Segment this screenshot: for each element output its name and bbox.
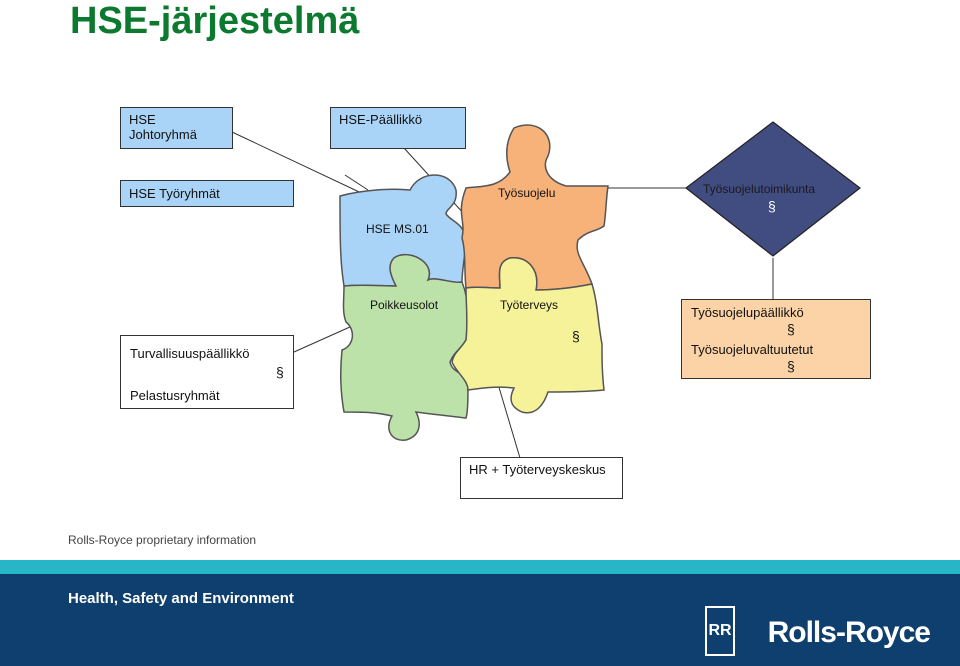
puzzle-piece-poikkeusolot <box>339 253 469 441</box>
piece-label-tyoterveys: Työterveys <box>500 298 559 312</box>
box-hse-tyoryhmat-label: HSE Työryhmät <box>129 186 220 201</box>
box-hse-tyoryhmat: HSE Työryhmät <box>120 180 294 207</box>
puzzle-piece-tyoterveys <box>451 257 605 414</box>
box-tyosuojelu-group <box>681 299 871 379</box>
section-mark: § <box>787 358 795 374</box>
tyosuojelupaallikko-label: Työsuojelupäällikkö <box>691 305 804 320</box>
pelastusryhmat-label: Pelastusryhmät <box>130 388 220 403</box>
section-mark: § <box>787 321 795 337</box>
piece-label-hse-ms: HSE MS.01 <box>366 222 429 236</box>
connector-line <box>231 131 373 199</box>
piece-label-poikkeusolot: Poikkeusolot <box>370 298 439 312</box>
section-mark: § <box>768 198 776 214</box>
diamond-label: Työsuojelutoimikunta <box>703 182 816 196</box>
tyosuojeluvaltuutetut-label: Työsuojeluvaltuutetut <box>691 342 814 357</box>
footer-accent-band <box>0 560 960 574</box>
piece-label-tyosuojelu: Työsuojelu <box>498 186 556 200</box>
footer-band-title: Health, Safety and Environment <box>68 590 294 607</box>
box-hr-label: HR + Työterveyskeskus <box>469 462 606 477</box>
connector-line <box>344 174 369 191</box>
page-title: HSE-järjestelmä <box>70 0 360 42</box>
brand-logo-text: Rolls-Royce <box>767 616 931 649</box>
diamond-tyosuojelutoimikunta <box>685 121 861 257</box>
box-hse-paallikko: HSE-Päällikkö <box>330 107 466 149</box>
footer-note: Rolls-Royce proprietary information <box>68 533 257 547</box>
box-hse-johtoryhma: HSE Johtoryhmä <box>120 107 233 149</box>
turvallisuuspaallikko-label: Turvallisuuspäällikkö <box>130 346 250 361</box>
footer-band: Health, Safety and Environment RR Rolls-… <box>0 574 960 666</box>
section-mark: § <box>572 328 580 344</box>
box-hr: HR + Työterveyskeskus <box>460 457 623 499</box>
section-mark: § <box>276 364 284 380</box>
puzzle-piece-tyosuojelu <box>460 124 609 291</box>
box-hse-paallikko-label: HSE-Päällikkö <box>339 112 423 127</box>
box-turvallisuus <box>120 335 294 409</box>
rolls-royce-badge-icon: RR <box>705 606 735 656</box>
puzzle-diagram <box>231 121 861 459</box>
box-hse-johtoryhma-label: HSE Johtoryhmä <box>129 112 197 142</box>
connector-line <box>497 383 521 459</box>
